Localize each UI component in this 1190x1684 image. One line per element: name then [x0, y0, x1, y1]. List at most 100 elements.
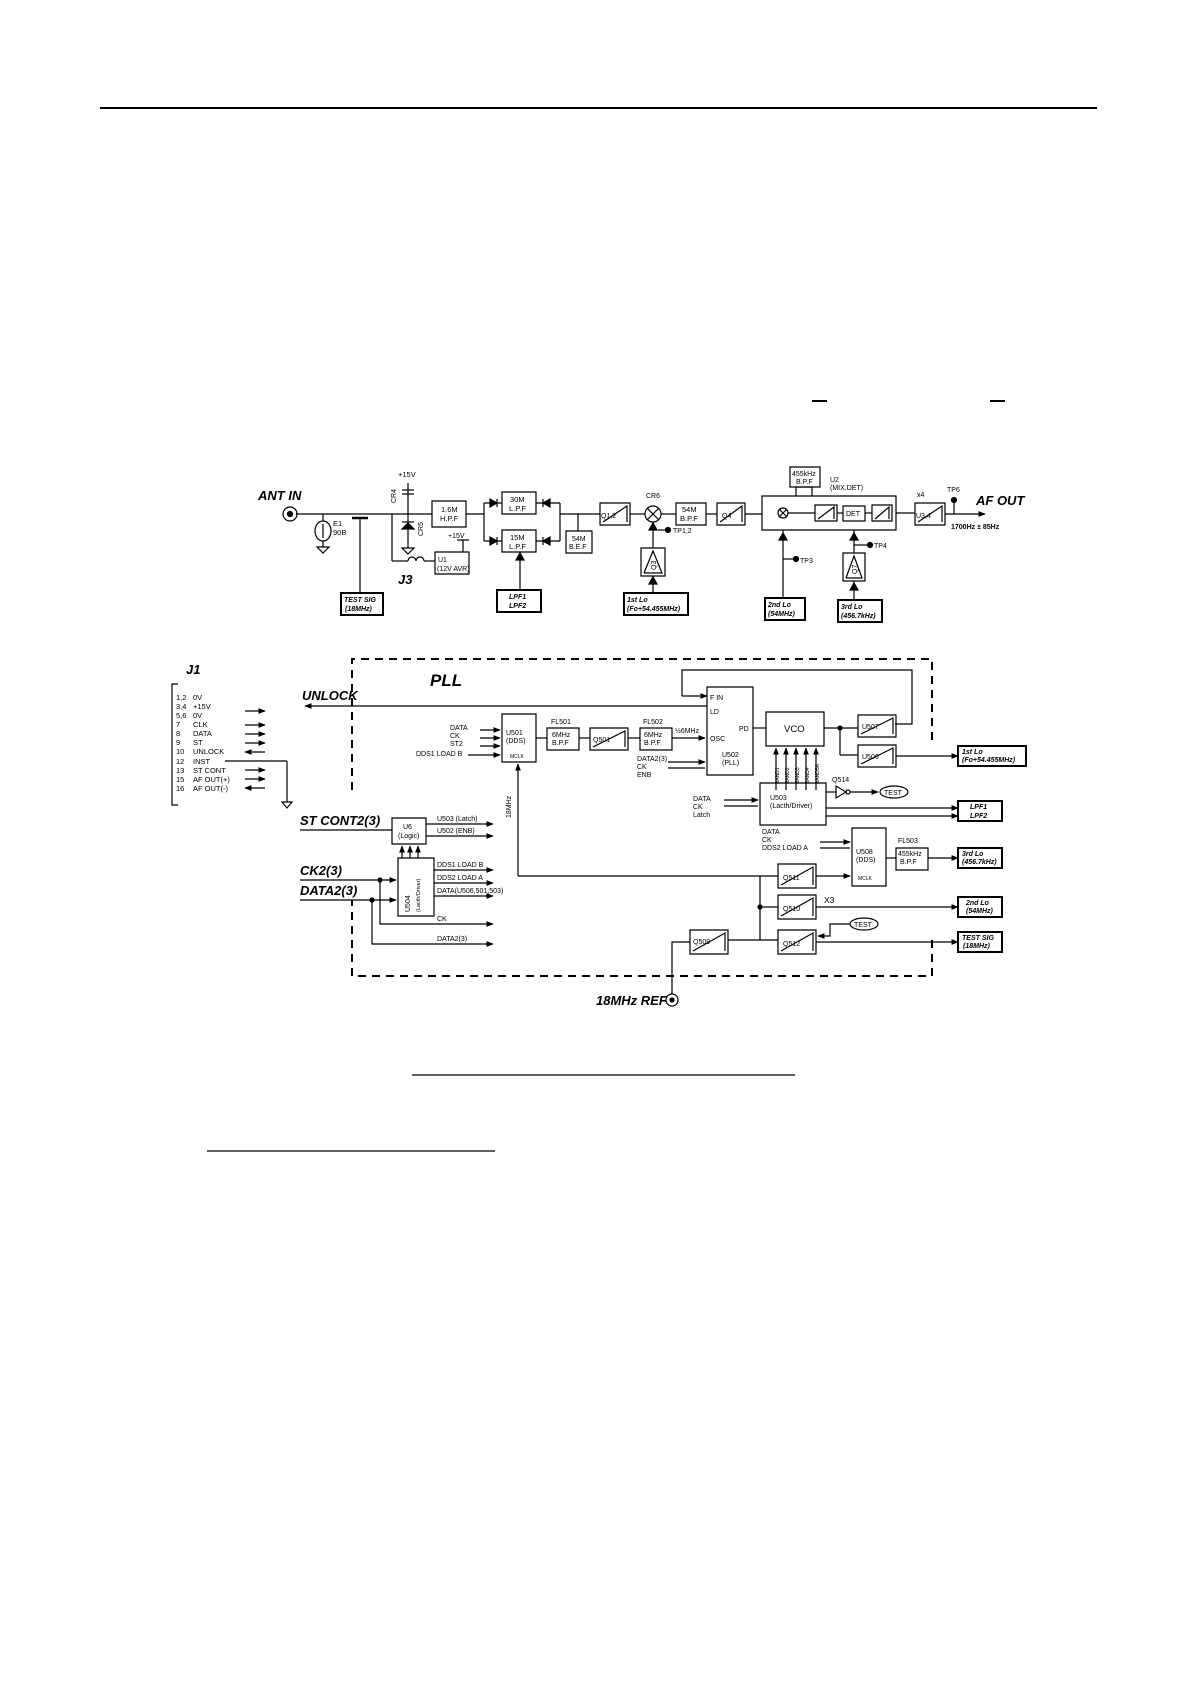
af-spec-label: 1700Hz ± 85Hz [951, 524, 1000, 531]
cr5-label: CR5 [418, 522, 425, 536]
q12-label: Q1,2 [601, 513, 616, 520]
af-out-label: AF OUT [975, 493, 1025, 508]
j1-pin-name: AF OUT(+) [193, 775, 230, 784]
u2-desc: (MIX,DET) [830, 485, 863, 492]
plus15v-u1-label: +15V [448, 533, 465, 540]
lpf-ctrl-label-1: LPF1 [509, 594, 526, 601]
j1-pin-row: 9 ST [176, 738, 203, 747]
bpf54-label-2: B.P.F [680, 514, 698, 523]
u504-out-dds2: DDS2 LOAD A [437, 875, 483, 882]
q511-label: Q511 [783, 875, 800, 882]
third-lo-label-2: (456.7kHz) [841, 613, 876, 620]
u504-label-2: (Lacth/Driver) [416, 879, 422, 912]
lpf2-label: LPF2 [970, 813, 987, 820]
x4-label: x4 [917, 492, 925, 499]
pll-first-lo-label-1: 1st Lo [962, 749, 983, 756]
pll-second-lo-label-1: 2nd Lo [965, 900, 990, 907]
pll-third-lo-label-1: 3rd Lo [962, 851, 984, 858]
hpf-label-1: 1.6M [441, 505, 458, 514]
pll-third-lo-label-2: (456.7kHz) [962, 859, 997, 866]
pll-title: PLL [430, 671, 462, 690]
lpf15-label-1: 15M [510, 533, 525, 542]
u502-in-enb: ENB [637, 772, 652, 779]
u503-in-ck: CK [693, 804, 703, 811]
u503-label-1: U503 [770, 795, 787, 802]
pll-dashed-boundary [352, 659, 932, 790]
fl502-label-2: B.P.F [644, 740, 661, 747]
pll-second-lo-label-2: (54MHz) [966, 908, 994, 915]
fl501-label-1: 6MHz [552, 732, 571, 739]
j1-pin-number: 13 [176, 766, 184, 775]
u501-in-st2: ST2 [450, 741, 463, 748]
j1-pin-name: CLK [193, 720, 208, 729]
unlock-label: UNLOCK [302, 688, 359, 703]
j1-pin-row: 12 INST [176, 757, 211, 766]
j1-pin-number: 9 [176, 738, 180, 747]
u508-in-ck: CK [762, 837, 772, 844]
q512-label: Q512 [783, 941, 800, 948]
u504-label-1: U504 [405, 895, 412, 912]
j1-pin-name: 0V [193, 711, 202, 720]
test-sig-label-1: TEST SIG [344, 597, 376, 604]
j1-pin-name: +15V [193, 702, 211, 711]
u1-desc: (12V AVR) [437, 566, 470, 573]
j1-pin-name: ST [193, 738, 203, 747]
fl502-label: FL502 [643, 719, 663, 726]
u503-label-2: (Lacth/Driver) [770, 803, 812, 810]
second-lo-label-1: 2nd Lo [767, 602, 792, 609]
second-lo-label-2: (54MHz) [768, 611, 796, 618]
u502-fin: F IN [710, 695, 723, 702]
band1-label: BAND1 [775, 767, 781, 784]
lpf30-label-1: 30M [510, 495, 525, 504]
pll-test-sig-label-2: (18MHz) [963, 943, 991, 950]
tp3-label: TP3 [800, 558, 813, 565]
ant-in-label: ANT IN [257, 488, 302, 503]
bef-label-1: 54M [572, 536, 586, 543]
j1-pin-name: INST [193, 757, 211, 766]
u501-in-data: DATA [450, 725, 468, 732]
test-a-label: TEST [884, 790, 903, 797]
j1-pin-name: UNLOCK [193, 747, 224, 756]
u504-out-dds1: DDS1 LOAD B [437, 862, 484, 869]
u508-in-data: DATA [762, 829, 780, 836]
half-6mhz-label: ½6MHz [675, 727, 700, 735]
u503-in-data: DATA [693, 796, 711, 803]
first-lo-label-1: 1st Lo [627, 597, 648, 604]
receiver-labels: ANT IN E1 90B +15V CR4 CR5 +15V U1 (12V … [257, 470, 1025, 620]
j3-label: J3 [398, 572, 413, 587]
j1-pin-row: 1,2 0V [176, 693, 202, 702]
u502-in-data2: DATA2(3) [637, 756, 667, 763]
fl502-label-1: 6MHz [644, 732, 663, 739]
u502-label-1: U502 [722, 752, 739, 759]
j1-pin-name: 0V [193, 693, 202, 702]
u508-in-dds2: DDS2 LOAD A [762, 845, 808, 852]
pll-section [172, 659, 1026, 1006]
tp4-label: TP4 [874, 543, 887, 550]
j1-pin-number: 8 [176, 729, 180, 738]
ref-18mhz-label: 18MHz REF [596, 993, 668, 1008]
q3-label: Q3 [651, 561, 658, 570]
fl501-label: FL501 [551, 719, 571, 726]
bpf455-label-2: B.P.F [796, 479, 813, 486]
data2-label: DATA2(3) [300, 883, 357, 898]
band3-label: BAND3 [795, 767, 801, 784]
q510-label: Q510 [783, 906, 800, 913]
j1-pin-number: 12 [176, 757, 184, 766]
band4-label: BAND4 [805, 767, 811, 784]
bpf54-label-1: 54M [682, 505, 697, 514]
u508-label-1: U508 [856, 849, 873, 856]
u501-mclk: MCLK [510, 754, 525, 760]
lpf15-label-2: L.P.F [509, 542, 526, 551]
j1-pin-number: 1,2 [176, 693, 186, 702]
mhz18-vertical-label: 18MHz [506, 795, 513, 818]
q7-label: Q7 [852, 565, 859, 574]
j1-pin-name: AF OUT(-) [193, 784, 228, 793]
e1-part-label: 90B [333, 528, 346, 537]
bef-label-2: B.E.F [569, 544, 587, 551]
